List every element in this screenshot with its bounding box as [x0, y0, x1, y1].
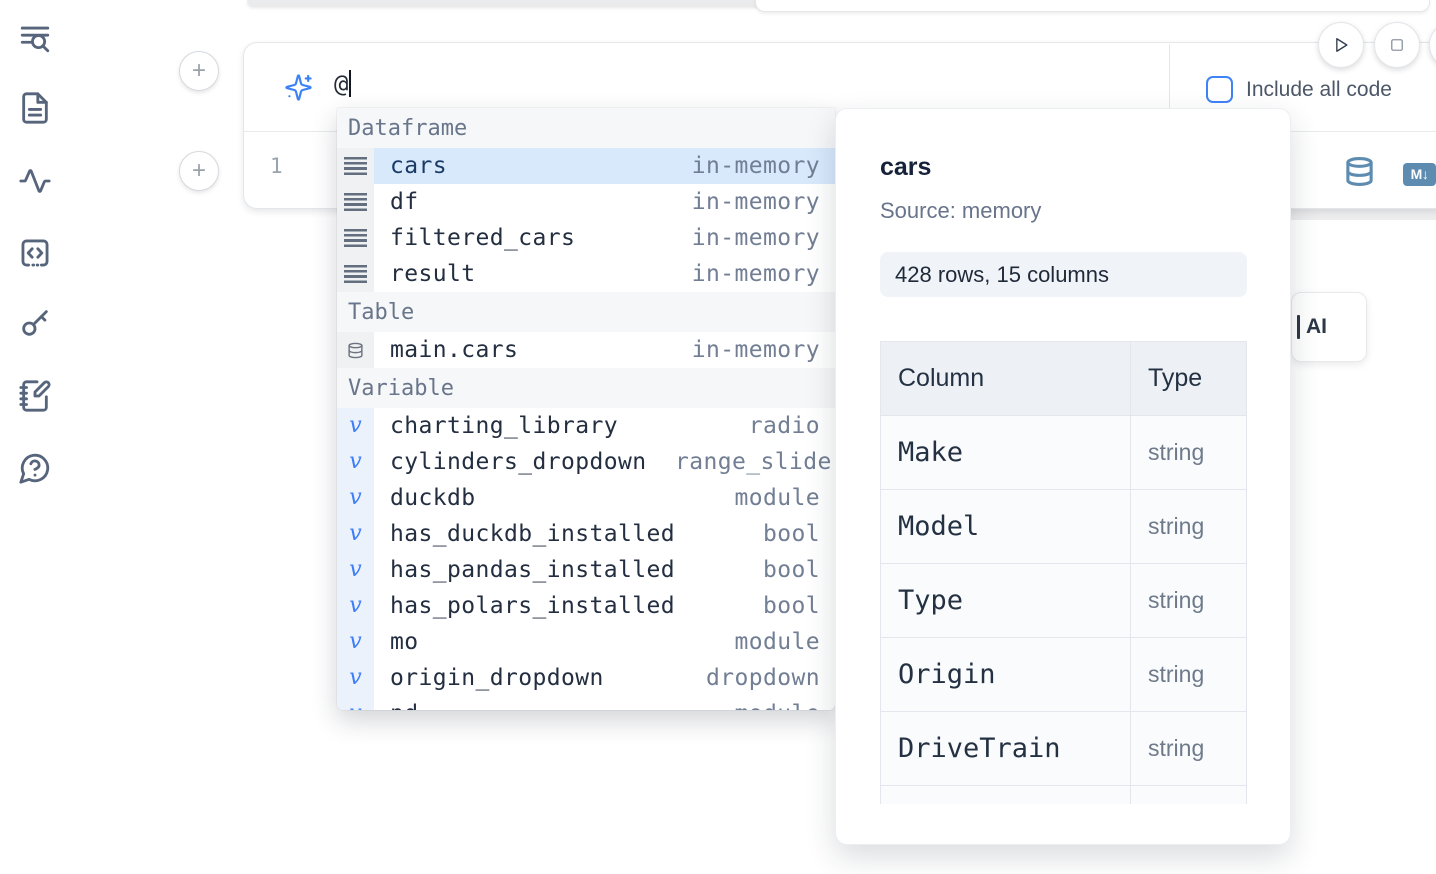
sidebar — [0, 0, 70, 874]
ai-card-label: AI — [1306, 315, 1327, 338]
ai-card-cursor — [1297, 315, 1300, 339]
include-all-code-label: Include all code — [1246, 77, 1392, 101]
table-row: Make string — [880, 415, 1247, 490]
database-icon[interactable] — [1344, 156, 1375, 192]
dataframe-rows-icon — [337, 220, 374, 256]
table-row: Type string — [880, 563, 1247, 638]
code-editor-row[interactable]: 1 M↓ — [244, 132, 1436, 207]
dataframe-preview-panel: cars Source: memory 428 rows, 15 columns… — [835, 108, 1291, 845]
ai-prompt-input[interactable]: @ — [334, 70, 352, 98]
snippets-code-icon[interactable] — [18, 236, 52, 270]
toc-search-icon[interactable] — [18, 21, 52, 55]
preview-source: Source: memory — [880, 198, 1042, 223]
sparkles-ai-icon — [284, 73, 313, 102]
activity-icon[interactable] — [18, 164, 52, 198]
scratchpad-notebook-icon[interactable] — [18, 379, 52, 413]
variable-icon: v — [337, 660, 374, 696]
variable-icon: v — [337, 408, 374, 444]
shape-badge: 428 rows, 15 columns — [880, 252, 1247, 297]
add-cell-above-button[interactable]: + — [179, 51, 219, 91]
schema-table: Column Type Make string Model string Typ… — [880, 341, 1247, 804]
autocomplete-item-pd[interactable]: v pdmodule — [337, 696, 835, 710]
markdown-icon[interactable]: M↓ — [1403, 162, 1436, 186]
section-header-table: Table — [337, 292, 835, 332]
column-header: Column — [880, 341, 1131, 416]
variable-icon: v — [337, 588, 374, 624]
variable-icon: v — [337, 696, 374, 710]
dataframe-rows-icon — [337, 256, 374, 292]
variable-icon: v — [337, 552, 374, 588]
include-all-code-checkbox[interactable] — [1206, 76, 1233, 103]
ai-button[interactable]: AI — [1291, 292, 1367, 362]
secrets-key-icon[interactable] — [18, 306, 52, 340]
file-icon[interactable] — [18, 91, 52, 125]
text-cursor — [349, 70, 352, 97]
prompt-divider — [1169, 44, 1170, 130]
schema-header-row: Column Type — [880, 341, 1247, 416]
section-header-dataframe: Dataframe — [337, 108, 835, 148]
preview-title: cars — [880, 153, 932, 181]
variable-icon: v — [337, 480, 374, 516]
stop-button[interactable] — [1374, 22, 1420, 68]
help-chat-icon[interactable] — [18, 451, 52, 485]
table-row-partial — [880, 785, 1247, 804]
variable-icon: v — [337, 516, 374, 552]
variable-icon: v — [337, 444, 374, 480]
table-row: Origin string — [880, 637, 1247, 712]
previous-cell-console-strip — [247, 0, 759, 6]
previous-cell-bottom-bar — [755, 0, 1430, 12]
type-header: Type — [1130, 341, 1247, 416]
dataframe-rows-icon — [337, 148, 374, 184]
section-header-variable: Variable — [337, 368, 835, 408]
table-row: DriveTrain string — [880, 711, 1247, 786]
add-cell-below-button[interactable]: + — [179, 151, 219, 191]
variable-icon: v — [337, 624, 374, 660]
schema-table-wrap: Column Type Make string Model string Typ… — [880, 341, 1248, 804]
line-number: 1 — [270, 154, 283, 178]
dataframe-rows-icon — [337, 184, 374, 220]
table-database-icon — [337, 332, 374, 368]
table-row: Model string — [880, 489, 1247, 564]
run-cell-button[interactable] — [1318, 22, 1364, 68]
